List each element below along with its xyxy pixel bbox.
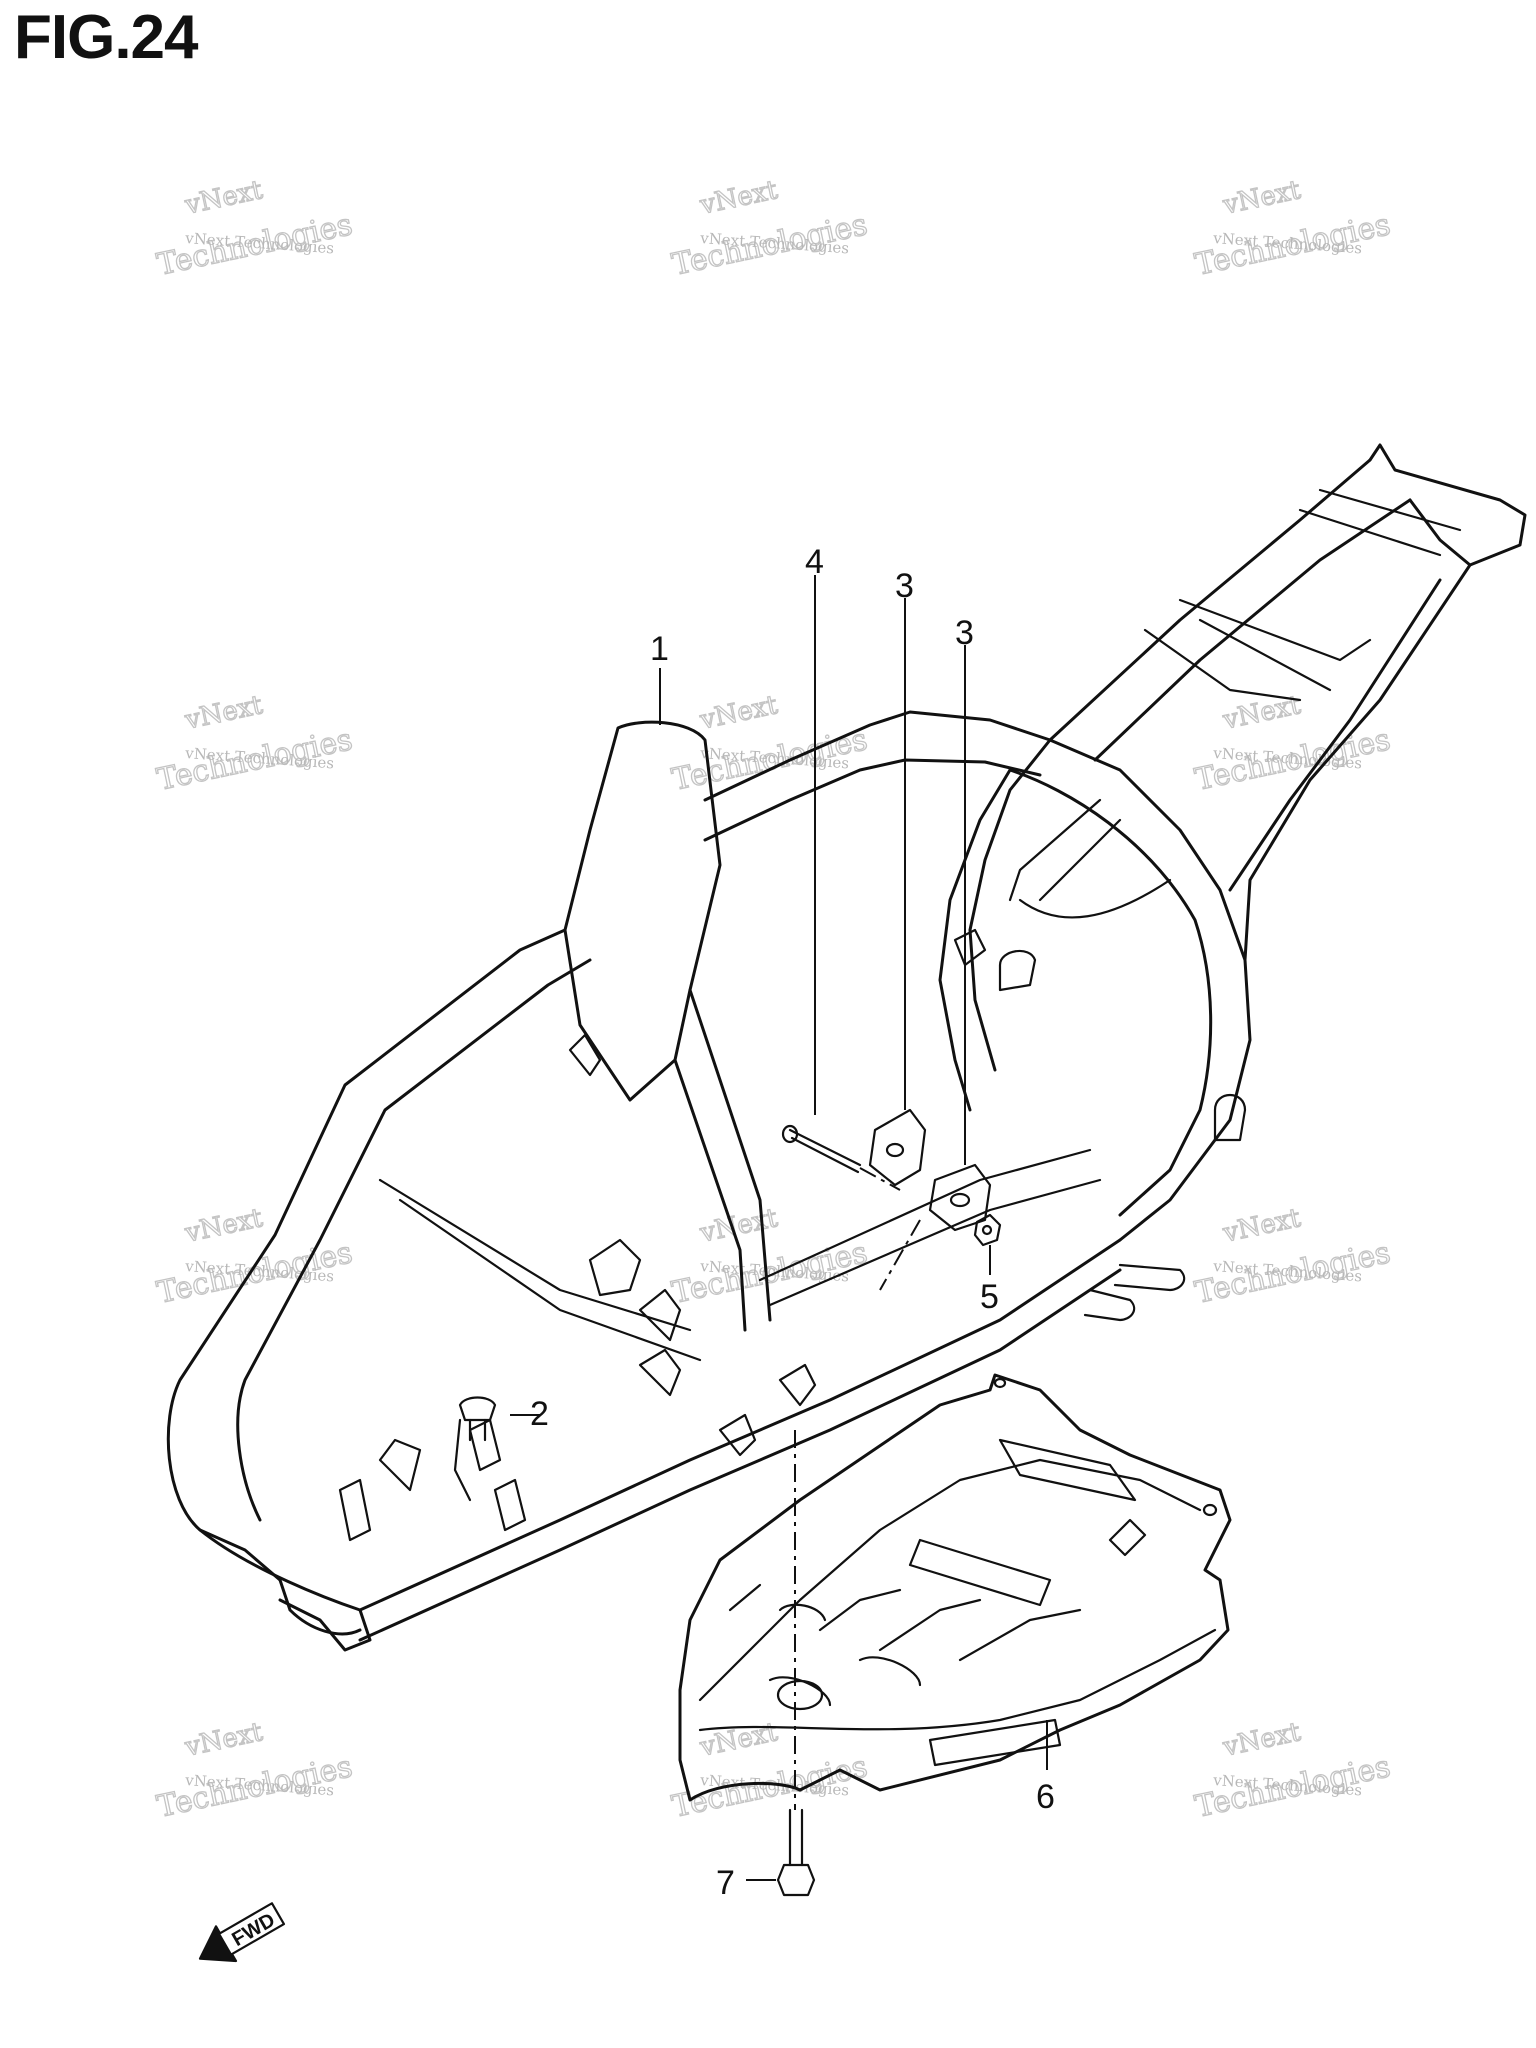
callout-3: 3 [955,614,974,652]
main-frame [166,443,1527,1652]
callout-1: 1 [650,630,669,668]
leader-lines [510,575,1048,1881]
mount-brackets [868,1108,992,1232]
callout-3: 3 [895,567,914,605]
watermark: vNext Technologies [1191,1202,1394,1311]
watermark: vNext Technologies [1191,1716,1394,1825]
watermark-big-1: vNext [697,1717,781,1763]
watermark: vNext Technologies [1191,689,1394,798]
fasteners [458,1124,1002,1897]
fwd-label: FWD [228,1909,278,1951]
watermark-big-1: vNext [182,690,266,736]
watermark-big-1: vNext [182,175,266,221]
callout-4: 4 [805,543,824,581]
watermark-big-1: vNext [1220,175,1304,221]
callout-6: 6 [1036,1778,1055,1816]
watermark-big-1: vNext [1220,690,1304,736]
watermark: vNext Technologies [668,1716,871,1825]
callout-2: 2 [530,1395,549,1433]
callouts: 1 2 3 3 4 5 6 7 [530,543,1055,1902]
callout-7: 7 [716,1864,735,1902]
watermark: vNext Technologies [668,174,871,283]
watermark-big-1: vNext [182,1203,266,1249]
watermark-big-1: vNext [1220,1203,1304,1249]
watermark: vNext Technologies [153,174,356,283]
skid-plate [678,1373,1232,1802]
watermark-big-1: vNext [697,175,781,221]
assembly-lines [794,1167,921,1810]
bolt-7 [788,1808,804,1867]
bolt-2 [458,1396,497,1422]
watermark: vNext Technologies [153,1202,356,1311]
nut-5 [973,1213,1002,1247]
watermark: vNext Technologies [153,689,356,798]
figure-title: FIG.24 [14,3,199,72]
bolt-4 [788,1128,862,1167]
callout-5: 5 [980,1278,999,1316]
watermark-big-1: vNext [182,1717,266,1763]
fwd-arrow: FWD [198,1902,286,1963]
watermarks: vNext Technologies vNext Technologies vN… [153,174,1394,1825]
watermark: vNext Technologies [1191,174,1394,283]
watermark-big-1: vNext [697,690,781,736]
watermark-big-1: vNext [1220,1717,1304,1763]
watermark: vNext Technologies [153,1716,356,1825]
